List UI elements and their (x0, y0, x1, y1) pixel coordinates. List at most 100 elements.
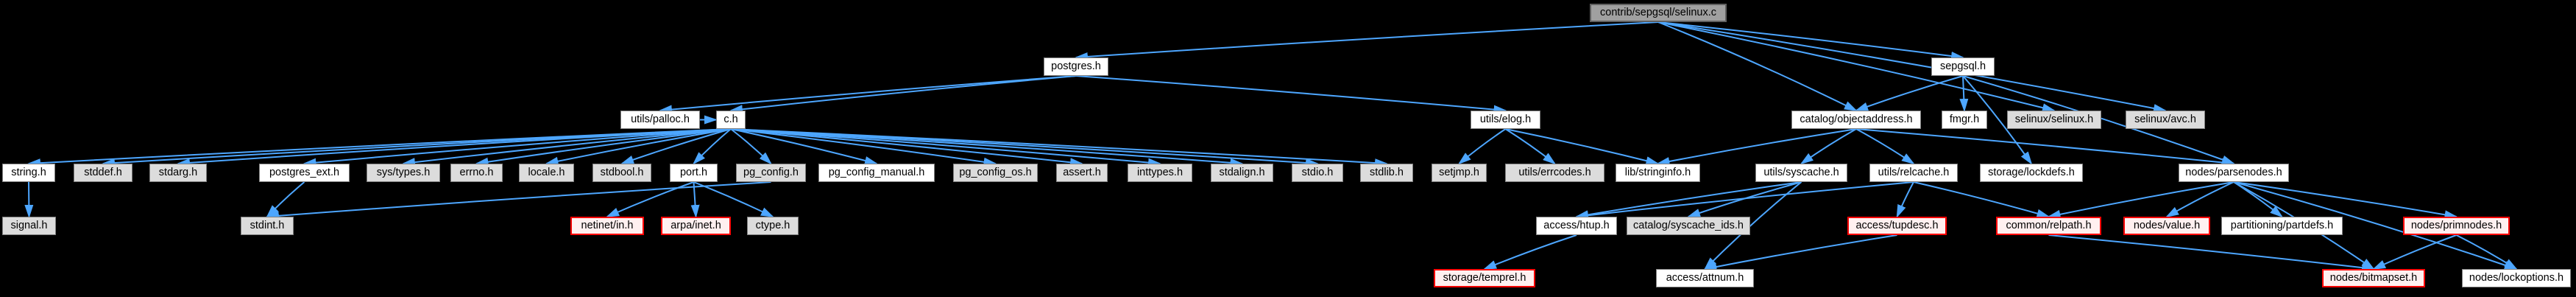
graph-edge-sepgsql-h-to-lockdefs-h (1962, 75, 2033, 165)
graph-edge-relcache-h-to-htup-h (1575, 181, 1914, 220)
graph-node-selinux-avc-h[interactable]: selinux/avc.h (2126, 111, 2205, 129)
graph-edge-objectaddress-h-to-parsenodes-h (1855, 128, 2235, 167)
graph-node-c-h[interactable]: c.h (716, 111, 746, 129)
graph-node-objectaddress-h[interactable]: catalog/objectaddress.h (1791, 111, 1921, 129)
graph-edge-parsenodes-h-to-primnodes-h (2233, 181, 2458, 220)
graph-node-temprel-h[interactable]: storage/temprel.h (1434, 269, 1535, 287)
graph-edge-objectaddress-h-to-syscache-h (1800, 128, 1857, 165)
graph-node-assert-h[interactable]: assert.h (1056, 164, 1108, 182)
graph-node-htup-h[interactable]: access/htup.h (1536, 217, 1617, 235)
graph-edge-root-to-selinux-selinux-h (1657, 21, 2056, 112)
graph-edge-parsenodes-h-to-lockoptions-h (2233, 181, 2518, 270)
graph-node-sys-types-h[interactable]: sys/types.h (367, 164, 440, 182)
graph-edge-syscache-h-to-htup-h (1575, 181, 1802, 220)
graph-edge-port-h-to-ctype-h (693, 181, 774, 217)
graph-node-port-h[interactable]: port.h (670, 164, 718, 182)
graph-node-selinux-selinux-h[interactable]: selinux/selinux.h (2007, 111, 2101, 129)
graph-node-lockoptions-h[interactable]: nodes/lockoptions.h (2462, 269, 2571, 287)
graph-node-lockdefs-h[interactable]: storage/lockdefs.h (1980, 164, 2083, 182)
graph-node-stdio-h[interactable]: stdio.h (1292, 164, 1343, 182)
graph-node-errcodes-h[interactable]: utils/errcodes.h (1505, 164, 1604, 182)
graph-edge-c-h-to-errno-h (475, 128, 732, 167)
graph-edge-parsenodes-h-to-value-h (2165, 181, 2234, 217)
graph-edge-c-h-to-locale-h (545, 128, 732, 166)
graph-node-partdefs-h[interactable]: partitioning/partdefs.h (2221, 217, 2343, 235)
graph-edge-port-h-to-netinet-in-h (606, 181, 694, 217)
graph-edge-c-h-to-sys-types-h (402, 128, 732, 167)
graph-edge-postgres-h-to-elog-h (1075, 75, 1507, 114)
graph-node-stringinfo-h[interactable]: lib/stringinfo.h (1616, 164, 1700, 182)
graph-node-locale-h[interactable]: locale.h (519, 164, 574, 182)
graph-node-netinet-in-h[interactable]: netinet/in.h (570, 217, 644, 235)
graph-node-stddef-h[interactable]: stddef.h (74, 164, 132, 182)
graph-edge-c-h-to-stdbool-h (620, 128, 732, 164)
graph-node-sepgsql-h[interactable]: sepgsql.h (1931, 57, 1995, 76)
graph-node-string-h[interactable]: string.h (2, 164, 55, 182)
graph-edge-sepgsql-h-to-fmgr-h (1959, 75, 1969, 112)
graph-edge-root-to-objectaddress-h (1657, 21, 1858, 111)
graph-node-stdarg-h[interactable]: stdarg.h (149, 164, 207, 182)
graph-edge-parsenodes-h-to-relpath-h (2047, 181, 2234, 219)
graph-node-stdalign-h[interactable]: stdalign.h (1211, 164, 1273, 182)
graph-edge-relcache-h-to-relpath-h (1913, 181, 2050, 218)
graph-node-relpath-h[interactable]: common/relpath.h (1996, 217, 2101, 235)
graph-edge-root-to-sepgsql-h (1657, 21, 1964, 60)
graph-edge-c-h-to-pg-config-os-h (730, 128, 997, 167)
graph-edge-c-h-to-port-h (693, 128, 732, 165)
graph-edge-c-h-to-assert-h (730, 128, 1083, 167)
graph-edge-primnodes-h-to-bitmapset-h (2372, 234, 2457, 270)
graph-node-attnum-h[interactable]: access/attnum.h (1656, 269, 1754, 287)
graph-node-stdint-h[interactable]: stdint.h (241, 217, 294, 235)
graph-edge-objectaddress-h-to-relcache-h (1855, 128, 1915, 165)
graph-node-fmgr-h[interactable]: fmgr.h (1942, 111, 1987, 129)
graph-edge-objectaddress-h-to-stringinfo-h (1656, 128, 1857, 166)
graph-edge-syscache-h-to-attnum-h (1704, 181, 1802, 270)
graph-node-setjmp-h[interactable]: setjmp.h (1432, 164, 1487, 182)
graph-edge-pg-config-h-to-stdint-h (266, 181, 771, 220)
graph-edge-elog-h-to-errcodes-h (1504, 128, 1557, 165)
graph-node-syscache-h[interactable]: utils/syscache.h (1755, 164, 1847, 182)
graph-node-errno-h[interactable]: errno.h (450, 164, 503, 182)
graph-node-pg-config-os-h[interactable]: pg_config_os.h (953, 164, 1038, 182)
graph-node-elog-h[interactable]: utils/elog.h (1471, 111, 1540, 129)
graph-node-stdlib-h[interactable]: stdlib.h (1360, 164, 1413, 182)
graph-edge-c-h-to-pg-config-manual-h (730, 128, 878, 165)
graph-edge-root-to-selinux-avc-h (1657, 21, 2167, 113)
graph-edge-c-h-to-stdio-h (730, 128, 1319, 167)
graph-node-value-h[interactable]: nodes/value.h (2123, 217, 2210, 235)
graph-edge-elog-h-to-setjmp-h (1457, 128, 1507, 165)
graph-node-signal-h[interactable]: signal.h (2, 217, 56, 235)
graph-node-stdbool-h[interactable]: stdbool.h (592, 164, 651, 182)
graph-node-primnodes-h[interactable]: nodes/primnodes.h (2403, 217, 2510, 235)
graph-edge-c-h-to-stdarg-h (177, 128, 732, 167)
graph-edge-postgres-ext-h-to-stdint-h (266, 181, 305, 218)
graph-edge-elog-h-to-stringinfo-h (1505, 128, 1660, 165)
graph-node-inttypes-h[interactable]: inttypes.h (1128, 164, 1192, 182)
graph-node-bitmapset-h[interactable]: nodes/bitmapset.h (2322, 269, 2425, 287)
graph-edge-relcache-h-to-tupdesc-h (1896, 181, 1914, 218)
graph-edge-root-to-postgres-h (1075, 21, 1659, 61)
graph-edge-tupdesc-h-to-attnum-h (1703, 234, 1897, 271)
graph-node-arpa-inet-h[interactable]: arpa/inet.h (661, 217, 731, 235)
graph-node-root[interactable]: contrib/sepgsql/selinux.c (1590, 4, 1727, 22)
graph-node-tupdesc-h[interactable]: access/tupdesc.h (1847, 217, 1947, 235)
graph-edge-sepgsql-h-to-objectaddress-h (1855, 75, 1964, 111)
graph-node-parsenodes-h[interactable]: nodes/parsenodes.h (2179, 164, 2289, 182)
graph-edge-port-h-to-arpa-inet-h (690, 181, 700, 218)
graph-edge-postgres-h-to-c-h (729, 75, 1077, 114)
graph-node-relcache-h[interactable]: utils/relcache.h (1869, 164, 1958, 182)
graph-edge-c-h-to-postgres-ext-h (302, 128, 732, 167)
graph-node-palloc-h[interactable]: utils/palloc.h (620, 111, 700, 129)
graph-node-pg-config-h[interactable]: pg_config.h (736, 164, 806, 182)
graph-node-syscache-ids-h[interactable]: catalog/syscache_ids.h (1627, 217, 1750, 235)
graph-edge-primnodes-h-to-lockoptions-h (2456, 234, 2518, 270)
graph-node-postgres-h[interactable]: postgres.h (1044, 57, 1108, 76)
graph-node-pg-config-manual-h[interactable]: pg_config_manual.h (818, 164, 935, 182)
graph-edge-postgres-h-to-palloc-h (659, 75, 1077, 114)
graph-node-ctype-h[interactable]: ctype.h (747, 217, 799, 235)
graph-edge-c-h-to-stdlib-h (730, 128, 1388, 168)
graph-edge-relpath-h-to-bitmapset-h (2048, 234, 2375, 273)
graph-node-postgres-ext-h[interactable]: postgres_ext.h (259, 164, 350, 182)
